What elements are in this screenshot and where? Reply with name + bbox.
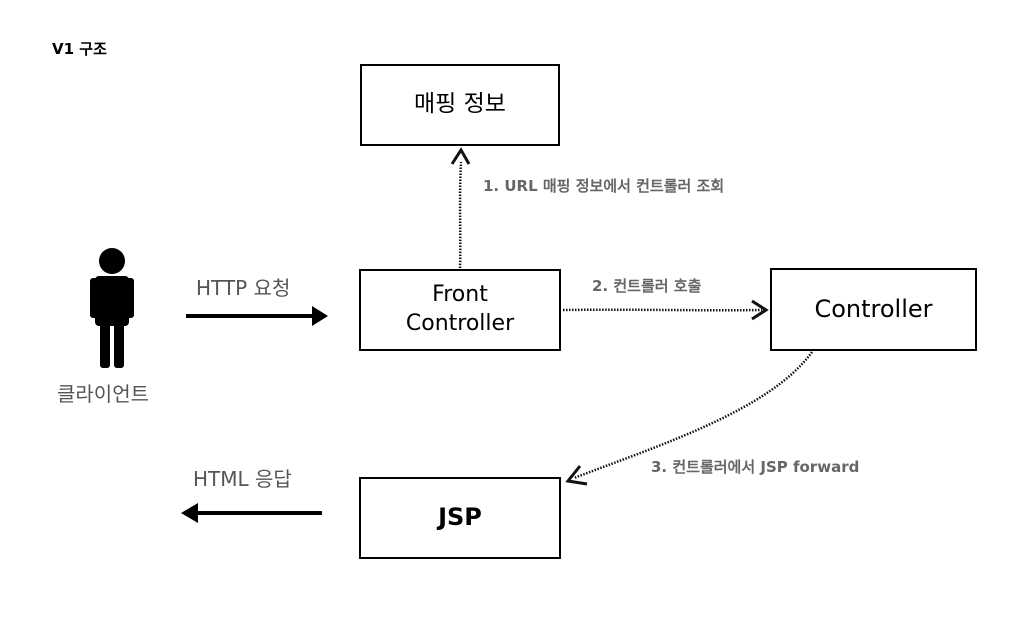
front-controller-label-line1: Front — [432, 282, 488, 308]
front-controller-box: Front Controller — [359, 269, 561, 351]
step2-arrow — [562, 299, 769, 321]
http-request-label: HTTP 요청 — [196, 276, 291, 300]
controller-box: Controller — [770, 268, 977, 351]
step2-label: 2. 컨트롤러 호출 — [592, 277, 702, 295]
step1-arrow — [450, 147, 471, 269]
client-label: 클라이언트 — [57, 382, 149, 406]
html-response-arrow — [181, 503, 322, 523]
front-controller-label-line2: Controller — [405, 311, 515, 336]
diagram-title: V1 구조 — [52, 40, 107, 58]
mapping-info-label: 매핑 정보 — [414, 91, 506, 118]
step3-arrow — [565, 351, 814, 486]
controller-label: Controller — [814, 294, 933, 323]
client-person-icon — [90, 248, 134, 368]
step1-label: 1. URL 매핑 정보에서 컨트롤러 조회 — [483, 177, 725, 195]
step3-label: 3. 컨트롤러에서 JSP forward — [651, 458, 860, 476]
jsp-box: JSP — [359, 477, 561, 559]
mapping-info-box: 매핑 정보 — [360, 64, 560, 146]
http-request-arrow — [186, 306, 328, 326]
jsp-label: JSP — [438, 503, 482, 532]
html-response-label: HTML 응답 — [193, 467, 292, 491]
